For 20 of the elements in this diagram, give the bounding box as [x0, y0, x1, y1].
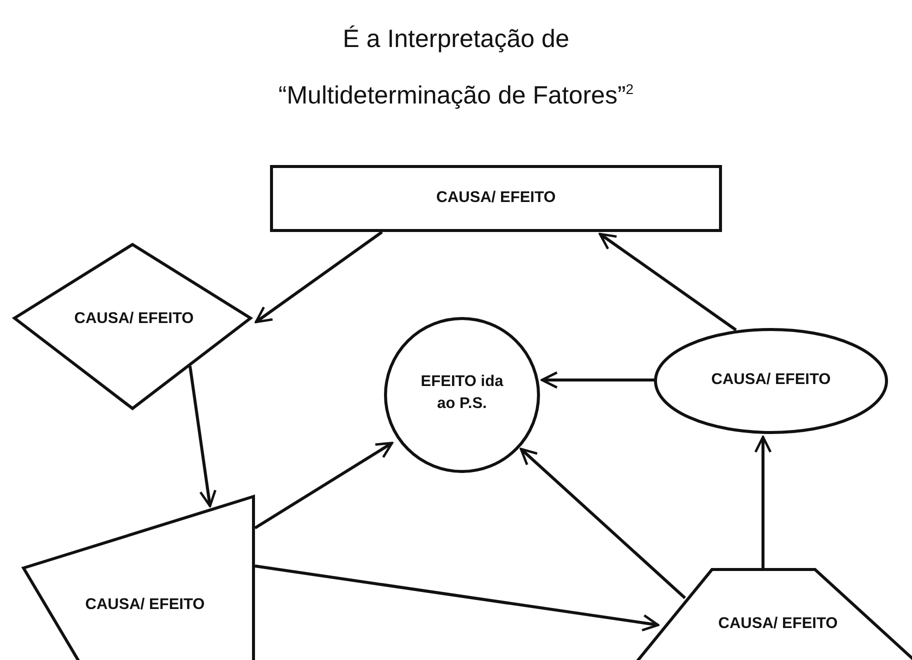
node-label: EFEITO ida ao P.S.: [420, 372, 504, 414]
node-label: CAUSA/ EFEITO: [710, 370, 832, 390]
arrow: [540, 371, 655, 389]
arrow: [254, 230, 383, 324]
arrow: [520, 448, 686, 600]
arrow: [254, 442, 394, 530]
quadrilateral-shape: [22, 495, 255, 660]
arrow: [598, 232, 737, 332]
diagram-title: É a Interpretação de “Multideterminação de Fatores”$^{2}$: [277, 24, 635, 112]
arrow: [188, 366, 216, 508]
node-label: CAUSA/ EFEITO: [84, 595, 206, 615]
process-box: [270, 165, 722, 232]
ellipse-shape: [654, 328, 888, 434]
decision-diamond: [13, 243, 252, 410]
node-label: CAUSA/ EFEITO: [73, 309, 195, 329]
arrow: [754, 436, 772, 568]
circle-shape: [384, 317, 540, 473]
arrow: [254, 564, 660, 632]
node-label: CAUSA/ EFEITO: [435, 188, 557, 208]
node-label: CAUSA/ EFEITO: [717, 614, 839, 634]
